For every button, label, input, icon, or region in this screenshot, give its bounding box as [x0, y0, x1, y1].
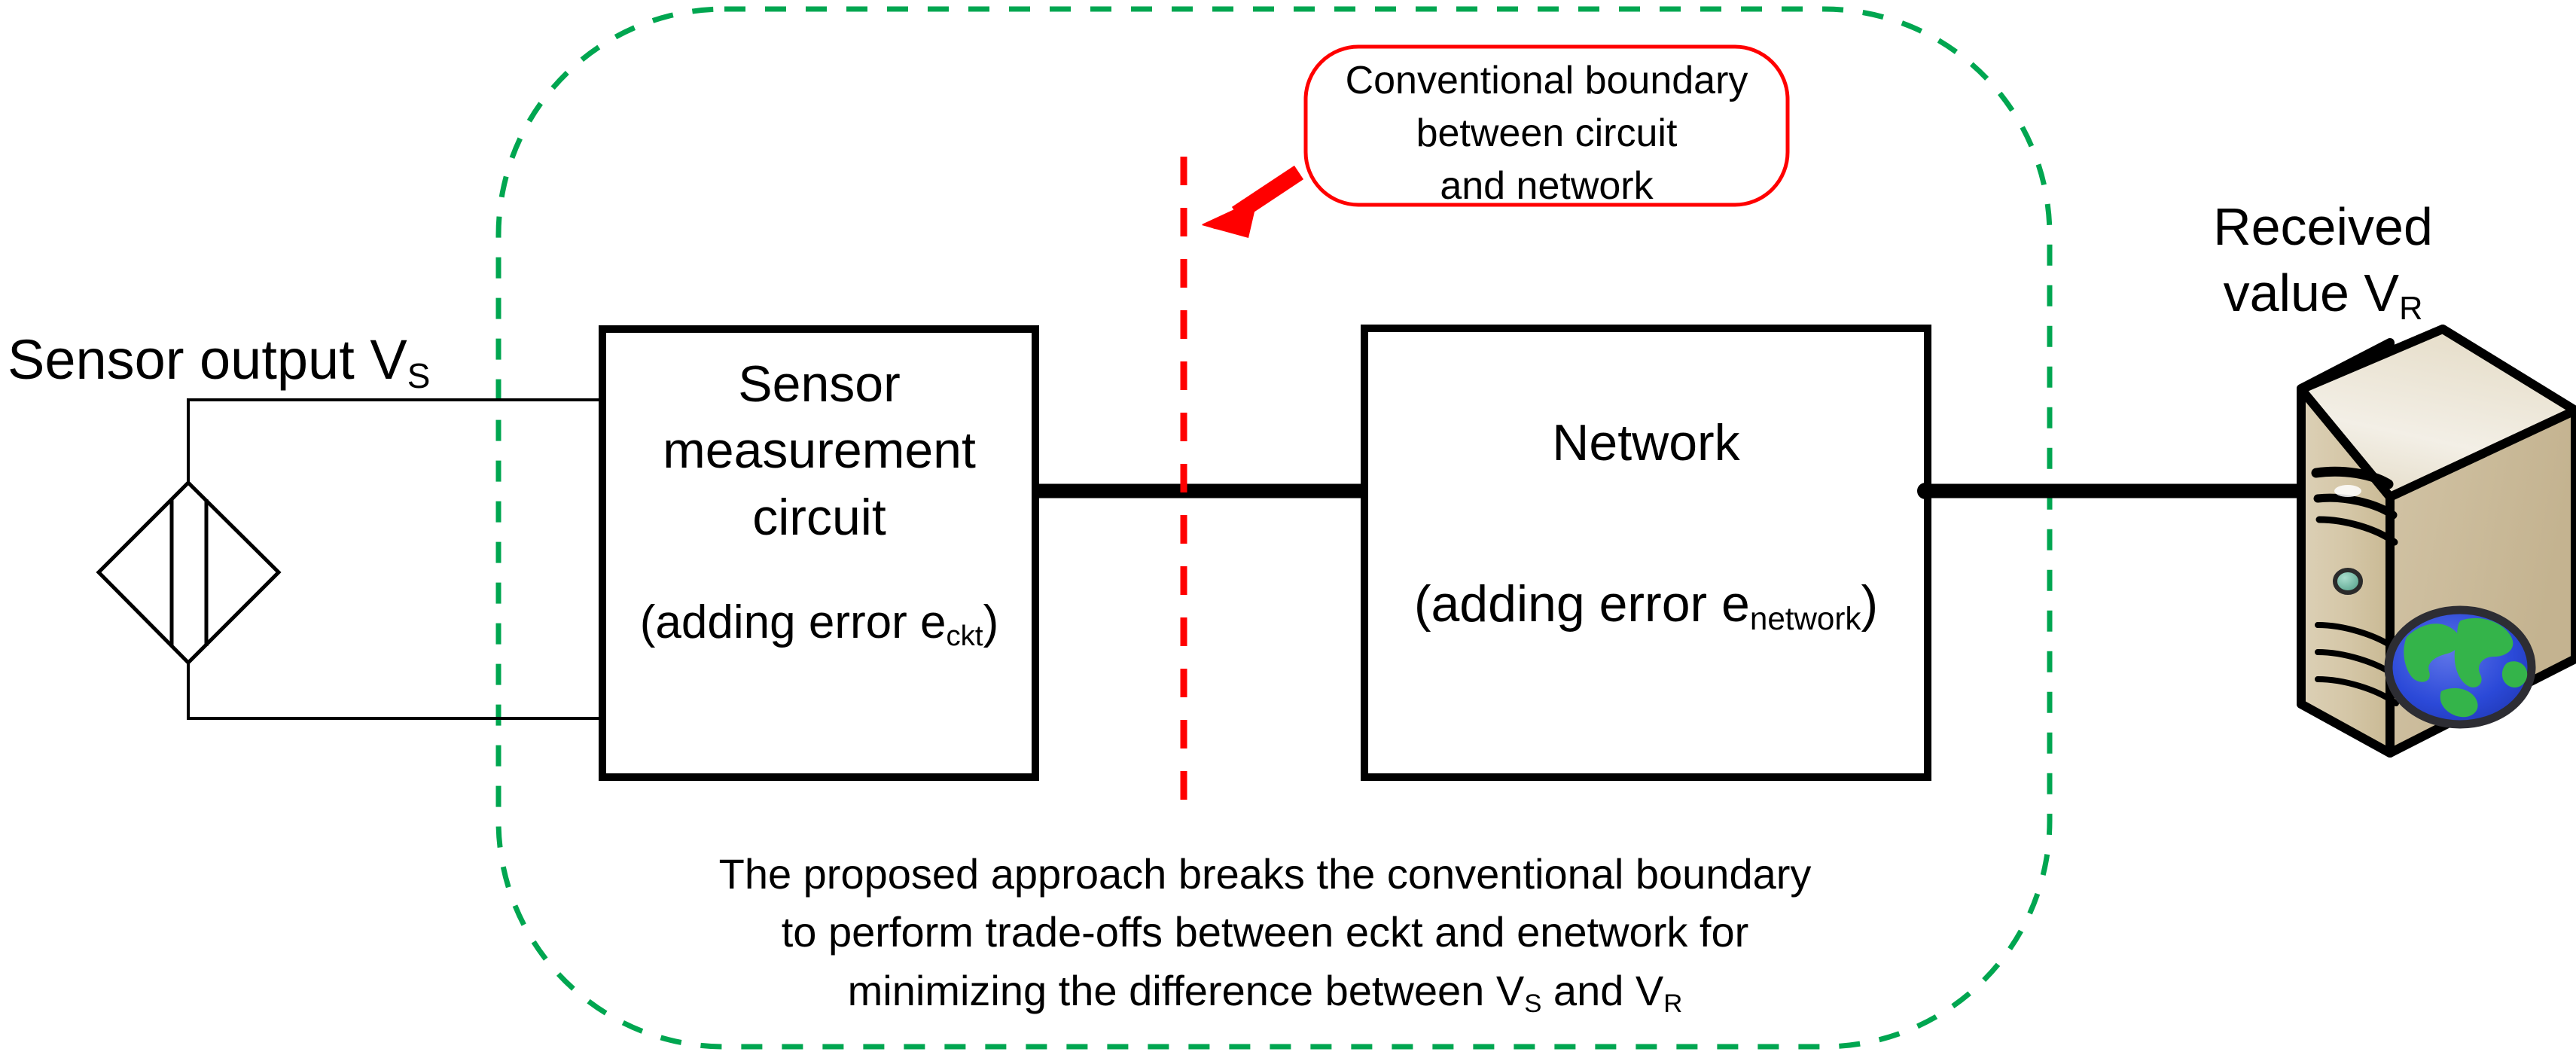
received-label-line1: Received [2213, 197, 2433, 256]
network-box-label: Network [1552, 414, 1740, 471]
sensor-measurement-circuit-box [599, 325, 1039, 781]
caption-line3-mid: and V [1541, 966, 1664, 1014]
diagram-caption: The proposed approach breaks the convent… [527, 845, 2003, 1020]
sensor-output-label-text: Sensor output V [8, 328, 407, 391]
network-box-error-subscript: network [1749, 600, 1861, 636]
caption-line1: The proposed approach breaks the convent… [718, 850, 1812, 898]
caption-line3-prefix: minimizing the difference between V [847, 966, 1525, 1014]
sensor-bottom-lead-wire [187, 663, 602, 720]
caption-line2: to perform trade-offs between eckt and e… [781, 908, 1749, 956]
sensor-top-lead-wire [187, 398, 602, 482]
received-label-line2-subscript: R [2399, 290, 2423, 327]
callout-bubble [1303, 44, 1790, 207]
network-box-error-label: (adding error enetwork) [1366, 574, 1926, 636]
callout-line1: Conventional boundary [1345, 59, 1748, 102]
sensor-output-label: Sensor output VS [8, 327, 474, 395]
callout-line2: between circuit [1416, 111, 1678, 156]
caption-line3-sub2: R [1663, 989, 1683, 1018]
callout-arrow-icon [1202, 165, 1304, 238]
network-output-node [1917, 483, 1934, 499]
sensor-box-line2: measurement [663, 422, 976, 480]
network-box [1361, 325, 1931, 781]
transducer-diamond-icon [96, 480, 282, 666]
sensor-box-line1: Sensor [738, 355, 901, 413]
caption-line3-sub1: S [1524, 989, 1542, 1018]
callout-line3: and network [1440, 164, 1654, 209]
callout-label: Conventional boundary between circuit and … [1319, 54, 1774, 213]
network-box-error-prefix: (adding error e [1413, 575, 1750, 633]
sensor-box-error-label: (adding error eckt) [595, 595, 1044, 652]
received-value-label: Received value VR [2161, 194, 2485, 327]
server-led-icon [2333, 568, 2363, 595]
network-box-error-suffix: ) [1861, 575, 1879, 633]
received-label-line2-prefix: value V [2223, 263, 2400, 322]
sensor-box-error-suffix: ) [983, 596, 999, 648]
sensor-measurement-circuit-label: Sensor measurement circuit [604, 351, 1035, 550]
proposed-boundary-region [495, 6, 2053, 1050]
sensor-box-error-subscript: ckt [946, 619, 983, 652]
sensor-box-error-prefix: (adding error e [639, 596, 947, 648]
globe-icon [2384, 605, 2536, 729]
server-tower-icon [2297, 325, 2576, 758]
sensor-box-line3: circuit [752, 488, 886, 546]
sensor-output-label-subscript: S [407, 355, 431, 395]
